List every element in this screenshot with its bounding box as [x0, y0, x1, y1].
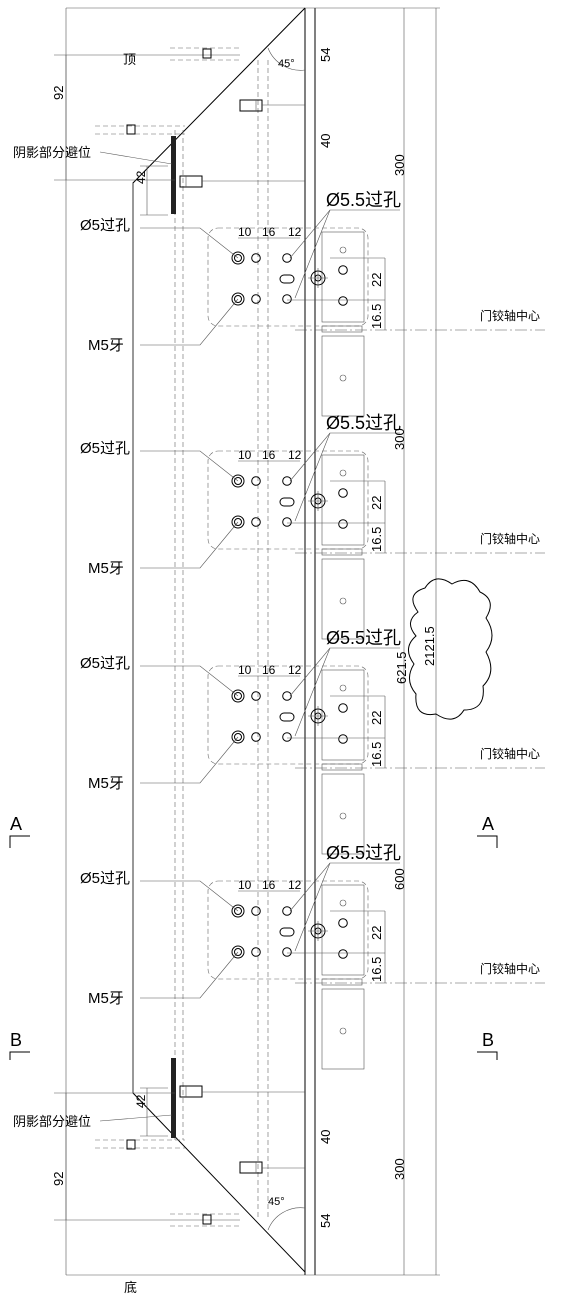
dim-40-bottom: 40 [318, 1130, 333, 1144]
dim-42-top: 42 [134, 170, 148, 184]
hole-5-label-4: Ø5过孔 [80, 870, 130, 887]
dim-12-3: 12 [288, 663, 302, 677]
shadow-label-top: 阴影部分避位 [13, 145, 91, 160]
hinge-center-label-4: 门铰轴中心 [480, 961, 540, 976]
section-a-left: A [10, 814, 22, 834]
dim-22-4: 22 [369, 926, 384, 940]
angle-top: 45° [278, 58, 295, 70]
dim-300-bottom: 300 [392, 1158, 407, 1180]
dim-16-5-2: 16.5 [369, 527, 384, 552]
hole-5-5-label-2: Ø5.5过孔 [326, 413, 401, 433]
shadow-area-bottom [171, 1058, 176, 1138]
hinge-center-label-3: 门铰轴中心 [480, 746, 540, 761]
bottom-label: 底 [124, 1280, 137, 1295]
dim-621-5: 621.5 [394, 651, 409, 684]
dim-300-top: 300 [392, 154, 407, 176]
dim-22-1: 22 [369, 273, 384, 287]
plate-outline [132, 7, 306, 1273]
dim-16-2: 16 [262, 448, 276, 462]
dim-22-2: 22 [369, 496, 384, 510]
angle-bottom: 45° [268, 1196, 285, 1208]
dim-12-4: 12 [288, 878, 302, 892]
section-a-right: A [482, 814, 494, 834]
dim-12-1: 12 [288, 225, 302, 239]
dim-10-1: 10 [238, 225, 252, 239]
dim-16-5-3: 16.5 [369, 742, 384, 767]
shadow-area-top [171, 136, 176, 214]
dim-22-3: 22 [369, 711, 384, 725]
hinge-center-label-1: 门铰轴中心 [480, 308, 540, 323]
thread-label-4: M5牙 [88, 990, 124, 1007]
shadow-label-bottom: 阴影部分避位 [13, 1114, 91, 1129]
bottom-detail [54, 1058, 306, 1231]
thread-label-2: M5牙 [88, 560, 124, 577]
outline-group [65, 7, 440, 1276]
thread-label-1: M5牙 [88, 337, 124, 354]
hole-5-5-label-1: Ø5.5过孔 [326, 190, 401, 210]
top-label: 顶 [123, 52, 136, 67]
dim-2121-5: 2121.5 [422, 626, 437, 666]
dim-300-second: 300 [392, 428, 407, 450]
hinge-center-label-2: 门铰轴中心 [480, 531, 540, 546]
dim-10-3: 10 [238, 663, 252, 677]
dim-10-2: 10 [238, 448, 252, 462]
dim-92-top: 92 [51, 86, 66, 100]
top-detail [54, 47, 306, 216]
hole-5-label-1: Ø5过孔 [80, 217, 130, 234]
dim-16-1: 16 [262, 225, 276, 239]
section-markers [9, 835, 498, 1060]
revision-cloud [408, 578, 493, 720]
dim-12-2: 12 [288, 448, 302, 462]
dim-16-3: 16 [262, 663, 276, 677]
thread-label-3: M5牙 [88, 775, 124, 792]
hinge-module-1: Ø5过孔 Ø5.5过孔 M5牙 门铰轴中心 10 16 12 22 16.5 [80, 190, 545, 417]
section-b-left: B [10, 1030, 22, 1050]
hinge-module-2: Ø5过孔 Ø5.5过孔 M5牙 门铰轴中心 10 16 12 22 16.5 [80, 413, 545, 640]
dim-42-bottom: 42 [134, 1094, 148, 1108]
dim-54-bottom: 54 [318, 1214, 333, 1228]
dim-16-4: 16 [262, 878, 276, 892]
dim-600: 600 [392, 868, 407, 890]
hinge-module-4: Ø5过孔 Ø5.5过孔 M5牙 门铰轴中心 10 16 12 22 16.5 [80, 843, 545, 1070]
hole-5-label-3: Ø5过孔 [80, 655, 130, 672]
hole-5-5-label-4: Ø5.5过孔 [326, 843, 401, 863]
section-b-right: B [482, 1030, 494, 1050]
hinge-module-3: Ø5过孔 Ø5.5过孔 M5牙 门铰轴中心 10 16 12 22 16.5 [80, 628, 545, 855]
hole-5-5-label-3: Ø5.5过孔 [326, 628, 401, 648]
hole-5-label-2: Ø5过孔 [80, 440, 130, 457]
dim-54-top: 54 [318, 48, 333, 62]
dim-10-4: 10 [238, 878, 252, 892]
dim-40-top: 40 [318, 134, 333, 148]
dim-16-5-1: 16.5 [369, 304, 384, 329]
dim-16-5-4: 16.5 [369, 957, 384, 982]
dim-92-bottom: 92 [51, 1172, 66, 1186]
